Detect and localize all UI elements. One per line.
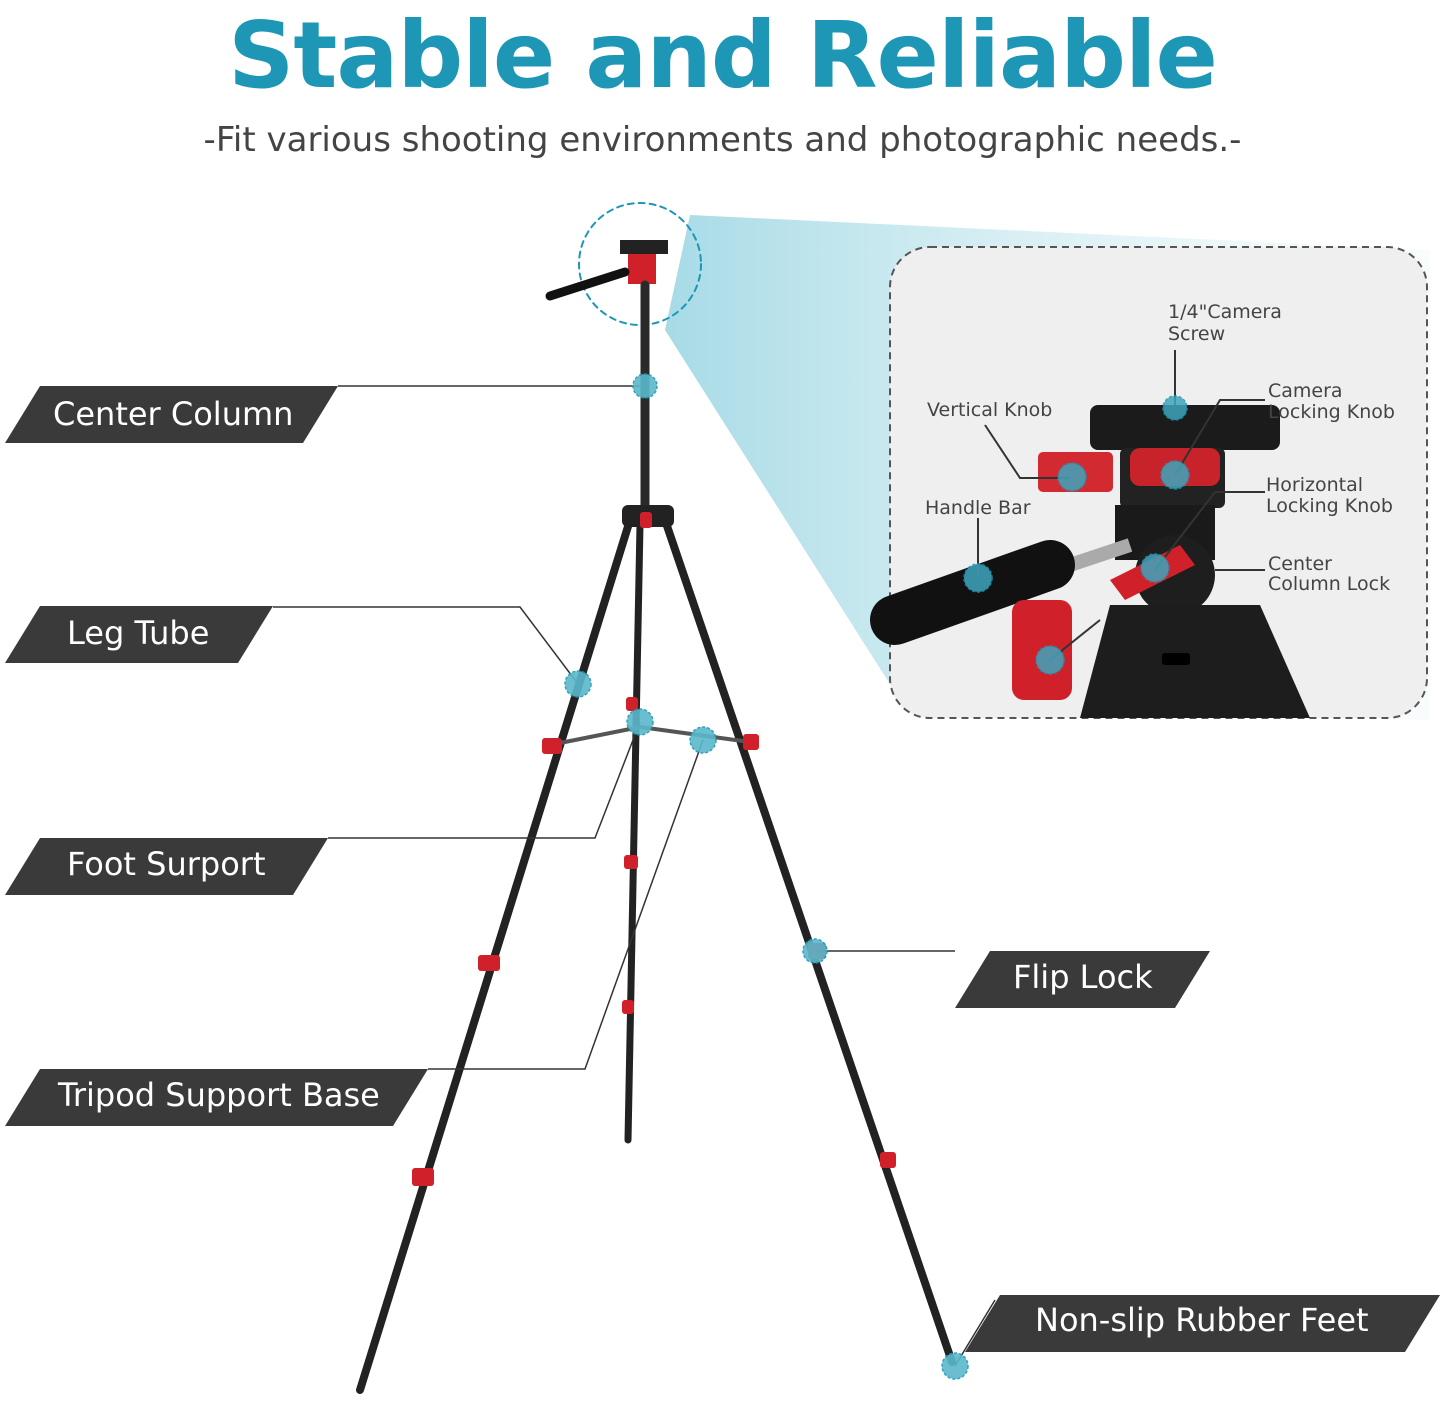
- inset-label-vertical-knob: Vertical Knob: [927, 399, 1052, 421]
- callout-bg-rubber-feet: [965, 1295, 1440, 1352]
- hotspot-flip-lock: [802, 938, 828, 964]
- flip-lock-clamp: [542, 738, 562, 754]
- hotspot-vertical-knob: [1057, 462, 1087, 492]
- hotspot-rubber-feet: [941, 1352, 969, 1380]
- hotspot-camera-screw: [1162, 395, 1188, 421]
- inset-label-horizontal-2: Locking Knob: [1266, 495, 1393, 517]
- hotspot-horizontal-knob: [1140, 553, 1170, 583]
- callout-leg-tube: Leg Tube: [67, 614, 210, 652]
- flip-lock-clamp: [880, 1152, 896, 1168]
- flip-lock-clamp: [478, 955, 500, 971]
- page-subtitle: -Fit various shooting environments and p…: [203, 120, 1242, 160]
- hotspot-tripod-base: [689, 726, 717, 754]
- inset-label-center-2: Column Lock: [1268, 573, 1390, 595]
- callout-bg-leg-tube: [5, 606, 273, 663]
- callout-rubber-feet: Non-slip Rubber Feet: [1035, 1301, 1369, 1339]
- inset-label-camera-screw-2: Screw: [1168, 323, 1225, 345]
- callout-bg-flip-lock: [955, 951, 1210, 1008]
- callout-bg-foot-support: [5, 838, 328, 895]
- inset-label-center-1: Center: [1268, 553, 1332, 575]
- hotspot-handle-bar: [963, 563, 993, 593]
- callout-foot-support: Foot Surport: [67, 845, 266, 883]
- callout-tripod-support-base: Tripod Support Base: [58, 1076, 380, 1114]
- flip-lock-clamp: [743, 734, 759, 750]
- hotspot-leg-tube: [564, 670, 592, 698]
- inset-label-horizontal-1: Horizontal: [1266, 474, 1363, 496]
- inset-label-camera-screw-1: 1/4"Camera: [1168, 301, 1282, 323]
- hotspot-center-column-lock: [1035, 645, 1065, 675]
- flip-lock-clamp: [626, 697, 638, 711]
- callout-flip-lock: Flip Lock: [1013, 958, 1153, 996]
- inset-label-camera-locking-1: Camera: [1268, 380, 1343, 402]
- callout-bg-center-column: [5, 386, 338, 443]
- inset-label-handle-bar: Handle Bar: [925, 497, 1031, 519]
- flip-lock-clamp: [624, 855, 638, 869]
- callout-center-column: Center Column: [53, 395, 294, 433]
- page-title: Stable and Reliable: [228, 2, 1218, 109]
- hotspot-camera-locking-knob: [1160, 460, 1190, 490]
- hotspot-foot-support: [626, 708, 654, 736]
- inset-label-camera-locking-2: Locking Knob: [1268, 401, 1395, 423]
- flip-lock-clamp: [622, 1000, 634, 1014]
- hotspot-center-column: [632, 373, 658, 399]
- head-highlight-circle: [578, 202, 702, 326]
- flip-lock-clamp: [640, 512, 652, 528]
- flip-lock-clamp: [412, 1168, 434, 1186]
- callout-bg-tripod-base: [5, 1069, 428, 1126]
